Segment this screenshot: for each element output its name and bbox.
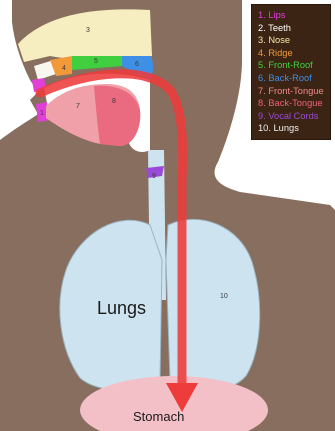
label-num-nose: 3 bbox=[86, 27, 90, 34]
label-num-front-roof: 5 bbox=[94, 58, 98, 65]
legend-item: 6. Back-Roof bbox=[258, 72, 330, 85]
label-num-front-tongue: 7 bbox=[76, 103, 80, 110]
label-num-ridge: 4 bbox=[62, 65, 66, 72]
label-num-back-roof: 6 bbox=[135, 61, 139, 68]
legend-item: 5. Front-Roof bbox=[258, 59, 330, 72]
legend-item: 8. Back-Tongue bbox=[258, 97, 330, 110]
label-num-back-tongue: 8 bbox=[112, 98, 116, 105]
legend-item: 10. Lungs bbox=[258, 122, 330, 135]
legend-item: 7. Front-Tongue bbox=[258, 85, 330, 98]
label-num-lungs: 10 bbox=[220, 293, 228, 300]
legend-item: 3. Nose bbox=[258, 34, 330, 47]
legend-item: 1. Lips bbox=[258, 9, 330, 22]
stomach-label: Stomach bbox=[133, 409, 184, 424]
label-num-vocal-cords: 9 bbox=[152, 173, 156, 180]
legend-item: 9. Vocal Cords bbox=[258, 110, 330, 123]
legend-item: 4. Ridge bbox=[258, 47, 330, 60]
legend-item: 2. Teeth bbox=[258, 22, 330, 35]
lungs-label: Lungs bbox=[97, 298, 146, 319]
label-num-lips: 1 bbox=[40, 110, 44, 117]
